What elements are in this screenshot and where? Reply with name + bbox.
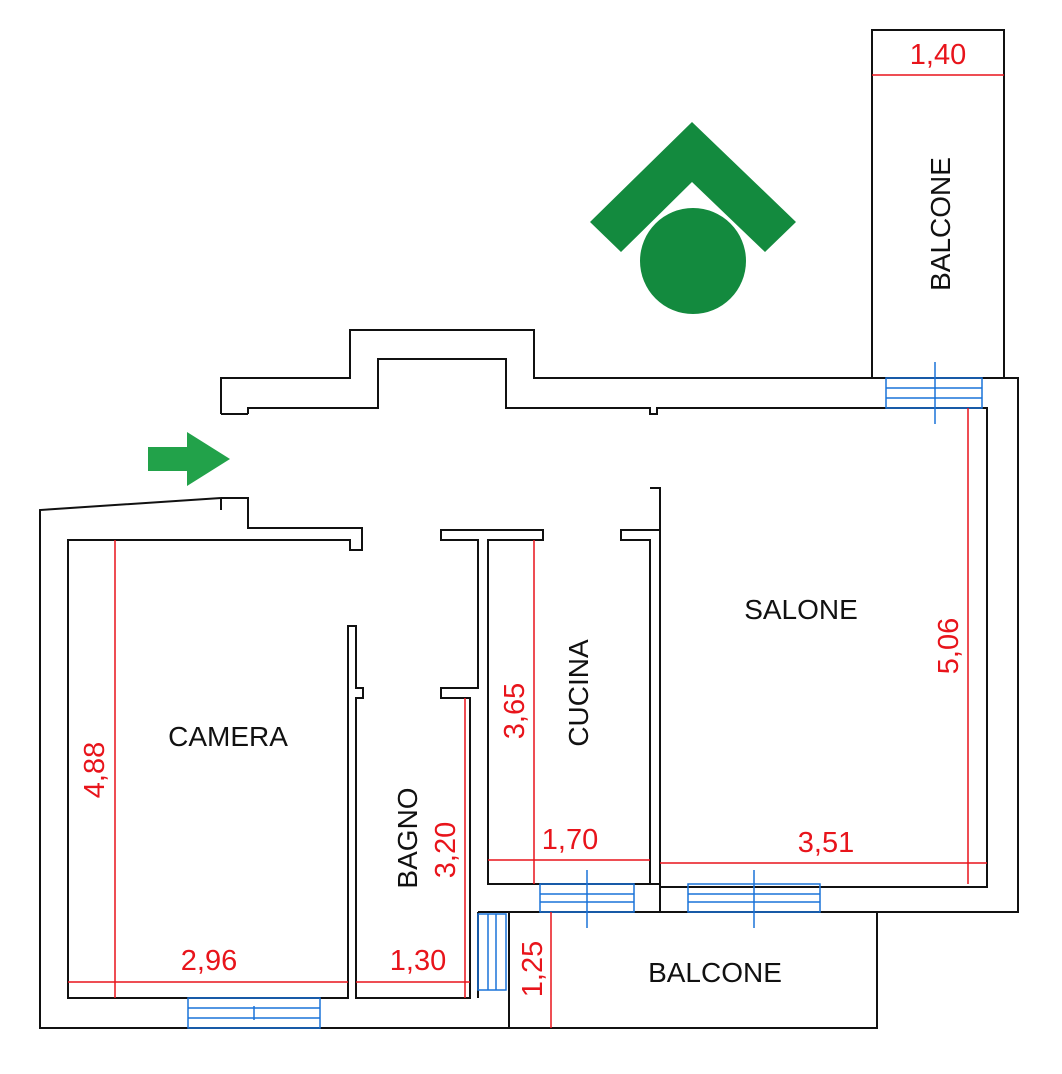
dimension-salone-width: 3,51 <box>798 827 854 859</box>
exterior-walls <box>39 29 1019 1029</box>
room-label-camera: CAMERA <box>168 721 288 752</box>
dimension-cucina-width: 1,70 <box>542 824 598 856</box>
window-cucina <box>539 870 635 928</box>
window-bagno <box>477 913 507 991</box>
dimension-camera-width: 2,96 <box>181 945 237 977</box>
dimension-bagno-width: 1,30 <box>390 945 446 977</box>
dimension-balcone-east-width: 1,40 <box>910 39 966 71</box>
window-salone <box>687 870 821 928</box>
room-label-balcone-south: BALCONE <box>648 957 782 988</box>
logo-roof-shape <box>590 122 796 252</box>
room-label-balcone-east: BALCONE <box>925 157 956 291</box>
room-label-cucina: CUCINA <box>563 639 594 747</box>
dimension-lines <box>68 74 1004 1028</box>
dimension-balcone-south-depth: 1,25 <box>517 941 549 997</box>
company-logo <box>590 122 796 314</box>
dimension-camera-height: 4,88 <box>79 742 111 798</box>
dimension-bagno-height: 3,20 <box>430 822 462 878</box>
logo-circle <box>640 208 746 314</box>
window-camera <box>187 997 321 1029</box>
window-balcone-east <box>885 362 983 424</box>
room-label-bagno: BAGNO <box>392 787 423 888</box>
entrance-arrow-icon <box>148 432 230 486</box>
dimension-cucina-height: 3,65 <box>499 683 531 739</box>
dimension-salone-height: 5,06 <box>933 618 965 674</box>
room-label-salone: SALONE <box>744 594 858 625</box>
